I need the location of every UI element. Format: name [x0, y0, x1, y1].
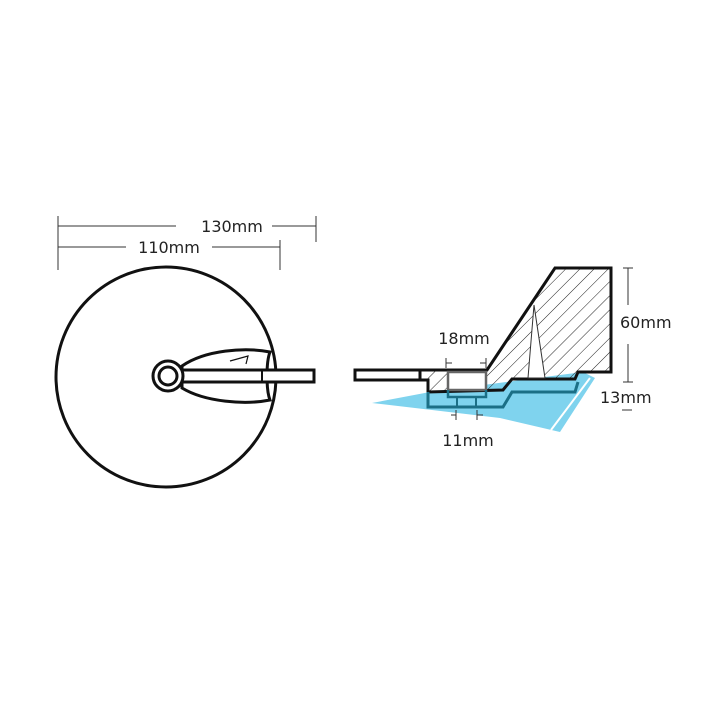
- dimension-60mm: [623, 267, 633, 383]
- label-130mm: 130mm: [201, 217, 263, 236]
- dimension-18mm: [445, 358, 487, 368]
- label-11mm: 11mm: [442, 431, 494, 450]
- label-18mm: 18mm: [438, 329, 490, 348]
- slot: [446, 370, 488, 392]
- water-highlight: [372, 372, 595, 432]
- label-60mm: 60mm: [620, 313, 672, 332]
- anode-side-section: [353, 266, 613, 409]
- mounting-bar-side: [353, 368, 422, 382]
- bolt-ring: [151, 359, 185, 393]
- dimension-110mm: [58, 240, 281, 270]
- dimension-130mm: [57, 216, 317, 270]
- label-110mm: 110mm: [138, 238, 200, 257]
- dimension-11mm: [451, 410, 483, 420]
- mounting-bar: [176, 368, 316, 384]
- label-13mm: 13mm: [600, 388, 652, 407]
- anode-top-view: [54, 265, 316, 489]
